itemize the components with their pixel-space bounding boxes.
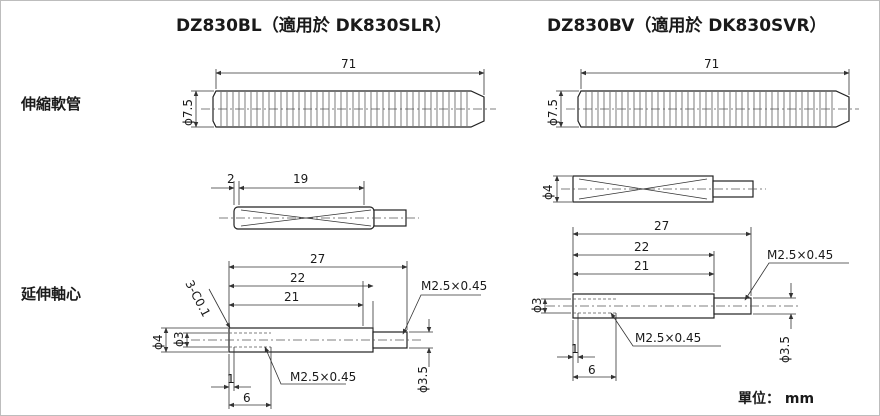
title-left: DZ830BL（適用於 DK830SLR） [176,15,452,36]
overall-length-label-right: 27 [654,219,669,233]
slot-offset-label: 2 [227,172,235,186]
slot-length-label: 19 [293,172,308,186]
dim-1-label-right: 1 [571,342,579,356]
thread-top-label-right: M2.5×0.45 [767,248,833,262]
length-21-label-left: 21 [284,290,299,304]
slotted-shaft-left: 2 19 [211,172,419,230]
thread-bottom-label-right: M2.5×0.45 [635,331,701,345]
slotted-shaft-right: ϕ4 [541,175,766,203]
dia4-label-right: ϕ4 [541,184,555,200]
hose-length-label-right: 71 [704,57,719,71]
dim-6-label-left: 6 [243,391,251,405]
dia35-label-right: ϕ3.5 [778,336,792,363]
length-22-label-left: 22 [290,271,305,285]
dia3-label-left: ϕ3 [172,331,186,347]
extension-shaft-left: 27 22 21 M2.5×0.45 3-C0.1 ϕ4 ϕ3 ϕ3.5 M2.… [151,252,487,409]
length-21-label-right: 21 [634,259,649,273]
row-label-shaft: 延伸軸心 [20,285,81,303]
extension-shaft-right: 27 22 21 M2.5×0.45 ϕ3 M2.5×0.45 ϕ3.5 1 6 [530,219,849,381]
overall-length-label-left: 27 [310,252,325,266]
dim-6-label-right: 6 [588,363,596,377]
thread-top-label-left: M2.5×0.45 [421,279,487,293]
unit-label: 單位： mm [738,390,814,407]
title-right: DZ830BV（適用於 DK830SVR） [547,15,827,36]
hose-dia-label-right: ϕ7.5 [546,99,560,126]
hose-left: 71 ϕ7.5 [181,57,496,128]
length-22-label-right: 22 [634,240,649,254]
dim-1-label-left: 1 [227,372,235,386]
chamfer-label-left: 3-C0.1 [182,278,213,319]
thread-bottom-label-left: M2.5×0.45 [290,370,356,384]
row-label-hose: 伸縮軟管 [20,95,81,113]
dia4-label-left: ϕ4 [151,334,165,350]
hose-length-label-left: 71 [341,57,356,71]
hose-right: 71 ϕ7.5 [546,57,859,128]
dia3-label-right: ϕ3 [530,297,544,313]
hose-dia-label-left: ϕ7.5 [181,99,195,126]
dia35-label-left: ϕ3.5 [416,366,430,393]
